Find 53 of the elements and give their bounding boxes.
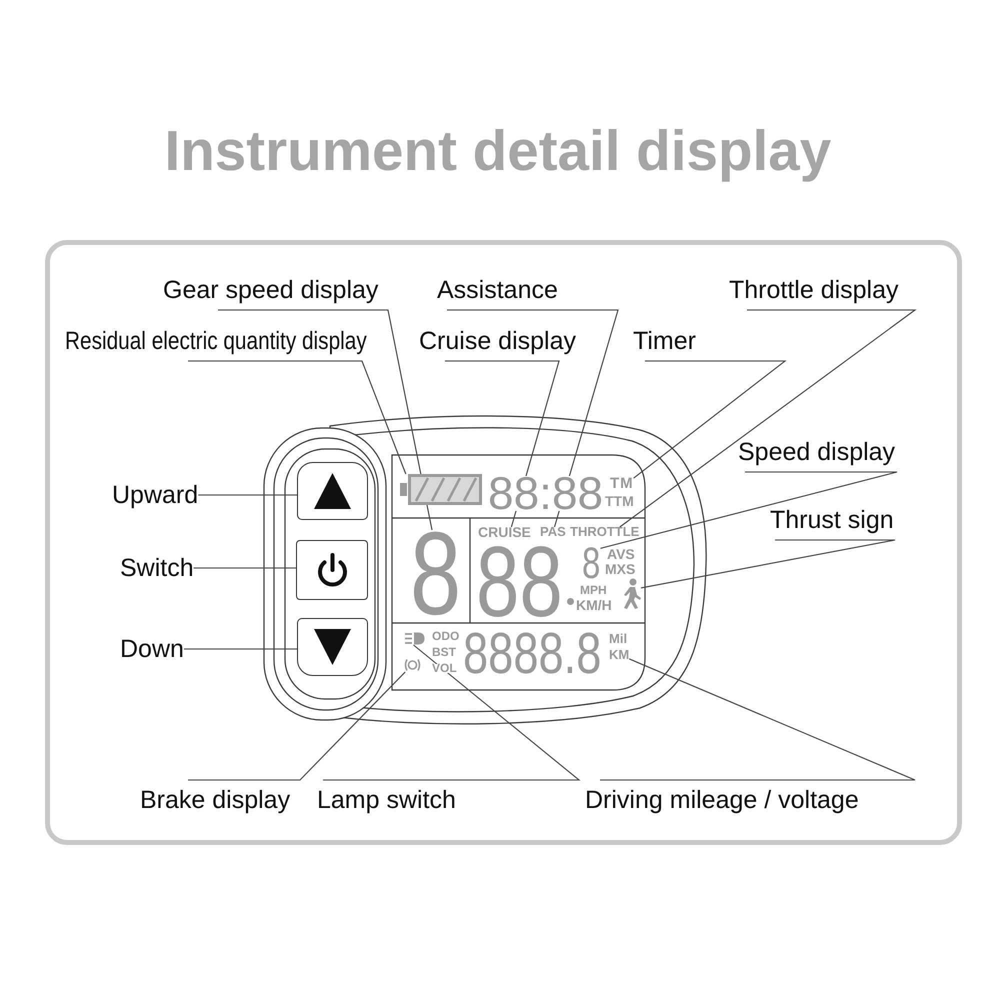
lcd-speed-digits: 88	[476, 545, 563, 620]
callout-label: Cruise display	[419, 327, 576, 361]
title: Instrument detail display	[164, 118, 832, 184]
callout-label: Thrust sign	[770, 506, 894, 540]
lcd-indicator-text: KM	[609, 650, 630, 660]
lcd-indicator-text: BST	[432, 648, 456, 657]
lcd-indicator-text: MPH	[580, 586, 607, 595]
leader-line	[447, 309, 619, 528]
lcd-speed-digit: 8	[582, 547, 600, 580]
callout-label: Switch	[120, 554, 194, 582]
lcd-indicator-text: MXS	[605, 564, 636, 574]
leader-line	[188, 672, 406, 781]
lcd-indicator-text: Mil	[609, 634, 628, 644]
callout-label: Down	[120, 635, 184, 663]
battery-icon	[400, 474, 482, 505]
callout-label: Speed display	[738, 438, 896, 472]
callout-label: Timer	[633, 327, 696, 361]
lcd-indicator-text: PAS	[540, 527, 566, 537]
leader-line	[600, 658, 916, 781]
lcd-indicator-text: TM	[610, 478, 634, 490]
lcd-indicator-text: THROTTLE	[570, 527, 640, 537]
leader-line	[619, 309, 917, 528]
lcd-odometer-digits: 8888.8	[463, 632, 602, 676]
callout-label: Residual electric quantity display	[65, 327, 367, 361]
lcd-clock-digits: 88:88	[488, 476, 604, 510]
lcd-indicator-text: CRUISE	[478, 527, 531, 538]
lcd-indicator-text: KM/H	[576, 600, 612, 610]
down-button	[297, 618, 368, 676]
leader-line	[194, 567, 296, 569]
power-button	[296, 540, 368, 600]
lcd-indicator-text: TTM	[605, 496, 634, 506]
callout-label: Lamp switch	[317, 780, 456, 814]
brake-warning-icon	[404, 658, 421, 672]
leader-line	[323, 644, 581, 781]
callout-label: Assistance	[437, 276, 558, 310]
lcd-indicator-text: ODO	[432, 632, 460, 641]
leader-line	[218, 309, 433, 530]
headlight-icon	[405, 632, 425, 645]
leader-line	[188, 360, 406, 474]
lcd-gear-digit: 8	[410, 530, 462, 618]
leader-line	[184, 648, 297, 650]
callout-label: Upward	[112, 481, 198, 509]
callout-label: Throttle display	[729, 276, 899, 310]
up-button	[297, 462, 368, 520]
leader-line	[640, 539, 896, 588]
lcd-indicator-text: AVS	[607, 549, 635, 560]
callout-label: Gear speed display	[163, 276, 378, 310]
leader-line	[600, 471, 898, 549]
leader-line	[633, 360, 787, 479]
leader-line	[198, 494, 297, 496]
callout-label: Brake display	[140, 780, 290, 814]
lcd-indicator-text: VOL	[432, 664, 457, 673]
callout-label: Driving mileage / voltage	[585, 780, 859, 814]
